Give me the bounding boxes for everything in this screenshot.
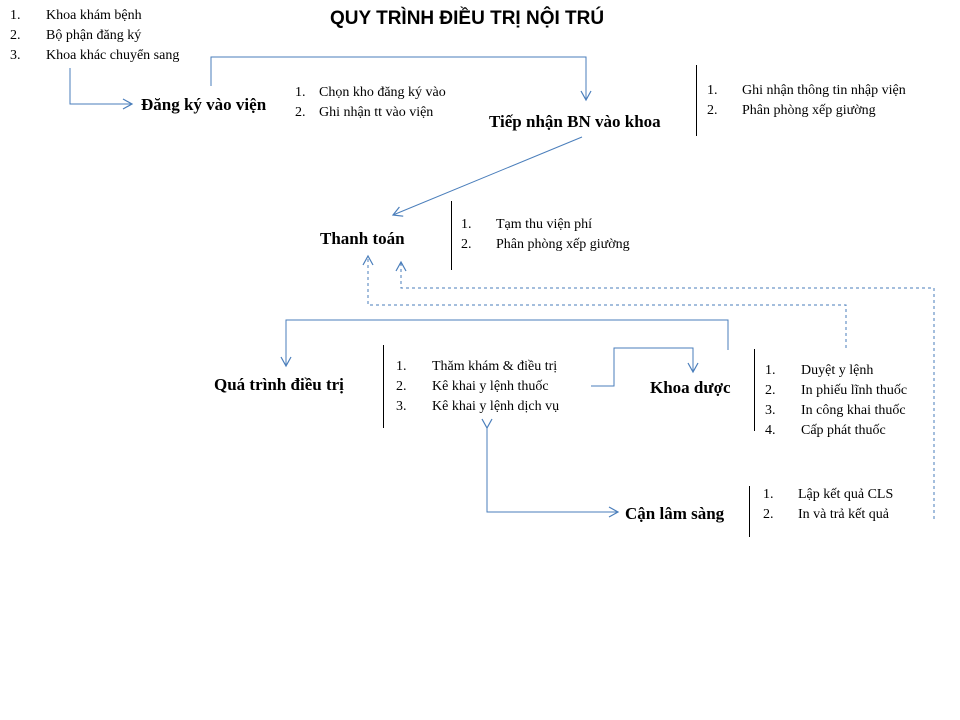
list-item: 3.Khoa khác chuyển sang (10, 48, 180, 63)
list-item: 2.Phân phòng xếp giường (461, 237, 630, 252)
list-item: 1.Thăm khám & điều trị (396, 359, 558, 374)
list-tiep-nhan: 1.Ghi nhận thông tin nhập viện 2.Phân ph… (707, 81, 906, 121)
list-item: 2.Phân phòng xếp giường (707, 103, 876, 118)
node-khoa-duoc: Khoa dược (650, 378, 731, 397)
divider (754, 349, 755, 431)
arrow-to-qua-trinh (280, 319, 729, 368)
node-dang-ky: Đăng ký vào viện (141, 95, 267, 114)
list-item: 3.In công khai thuốc (765, 403, 906, 418)
arrow-sources-to-dang-ky (69, 68, 134, 110)
arrow-to-khoa-duoc (591, 347, 699, 387)
list-item: 2.Ghi nhận tt vào viện (295, 105, 434, 120)
list-item: 3.Kê khai y lệnh dịch vụ (396, 399, 560, 414)
node-qua-trinh: Quá trình điều trị (214, 375, 344, 394)
arrow-to-can-lam-sang (481, 418, 620, 518)
list-dang-ky: 1.Chọn kho đăng ký vào 2.Ghi nhận tt vào… (295, 83, 446, 123)
list-item: 1.Khoa khám bệnh (10, 8, 142, 23)
divider (749, 486, 750, 537)
node-tiep-nhan: Tiếp nhận BN vào khoa (489, 112, 661, 131)
node-thanh-toan: Thanh toán (320, 229, 405, 248)
list-can-lam-sang: 1.Lập kết quả CLS 2.In và trả kết quả (763, 485, 893, 525)
list-item: 2.In và trả kết quả (763, 507, 889, 522)
arrow-can-lam-sang-to-thanh-toan (395, 260, 935, 519)
divider (451, 201, 452, 270)
list-item: 1.Ghi nhận thông tin nhập viện (707, 83, 906, 98)
list-item: 2.In phiếu lĩnh thuốc (765, 383, 908, 398)
source-list: 1.Khoa khám bệnh 2.Bộ phận đăng ký 3.Kho… (10, 6, 179, 66)
node-can-lam-sang: Cận lâm sàng (625, 504, 725, 523)
arrow-khoa-duoc-to-thanh-toan (362, 254, 847, 348)
list-item: 1.Chọn kho đăng ký vào (295, 85, 446, 100)
arrow-tiep-nhan-to-thanh-toan (391, 136, 583, 217)
divider (383, 345, 384, 428)
list-item: 4.Cấp phát thuốc (765, 423, 886, 438)
list-item: 2.Kê khai y lệnh thuốc (396, 379, 549, 394)
arrow-to-tiep-nhan (210, 56, 592, 102)
list-item: 1.Tạm thu viện phí (461, 217, 593, 232)
page-title: QUY TRÌNH ĐIỀU TRỊ NỘI TRÚ (330, 8, 605, 29)
list-qua-trinh: 1.Thăm khám & điều trị 2.Kê khai y lệnh … (396, 357, 559, 417)
list-item: 1.Duyệt y lệnh (765, 363, 874, 378)
list-thanh-toan: 1.Tạm thu viện phí 2.Phân phòng xếp giườ… (461, 215, 630, 255)
list-item: 1.Lập kết quả CLS (763, 487, 894, 502)
divider (696, 65, 697, 136)
list-khoa-duoc: 1.Duyệt y lệnh 2.In phiếu lĩnh thuốc 3.I… (765, 361, 907, 441)
list-item: 2.Bộ phận đăng ký (10, 28, 142, 43)
